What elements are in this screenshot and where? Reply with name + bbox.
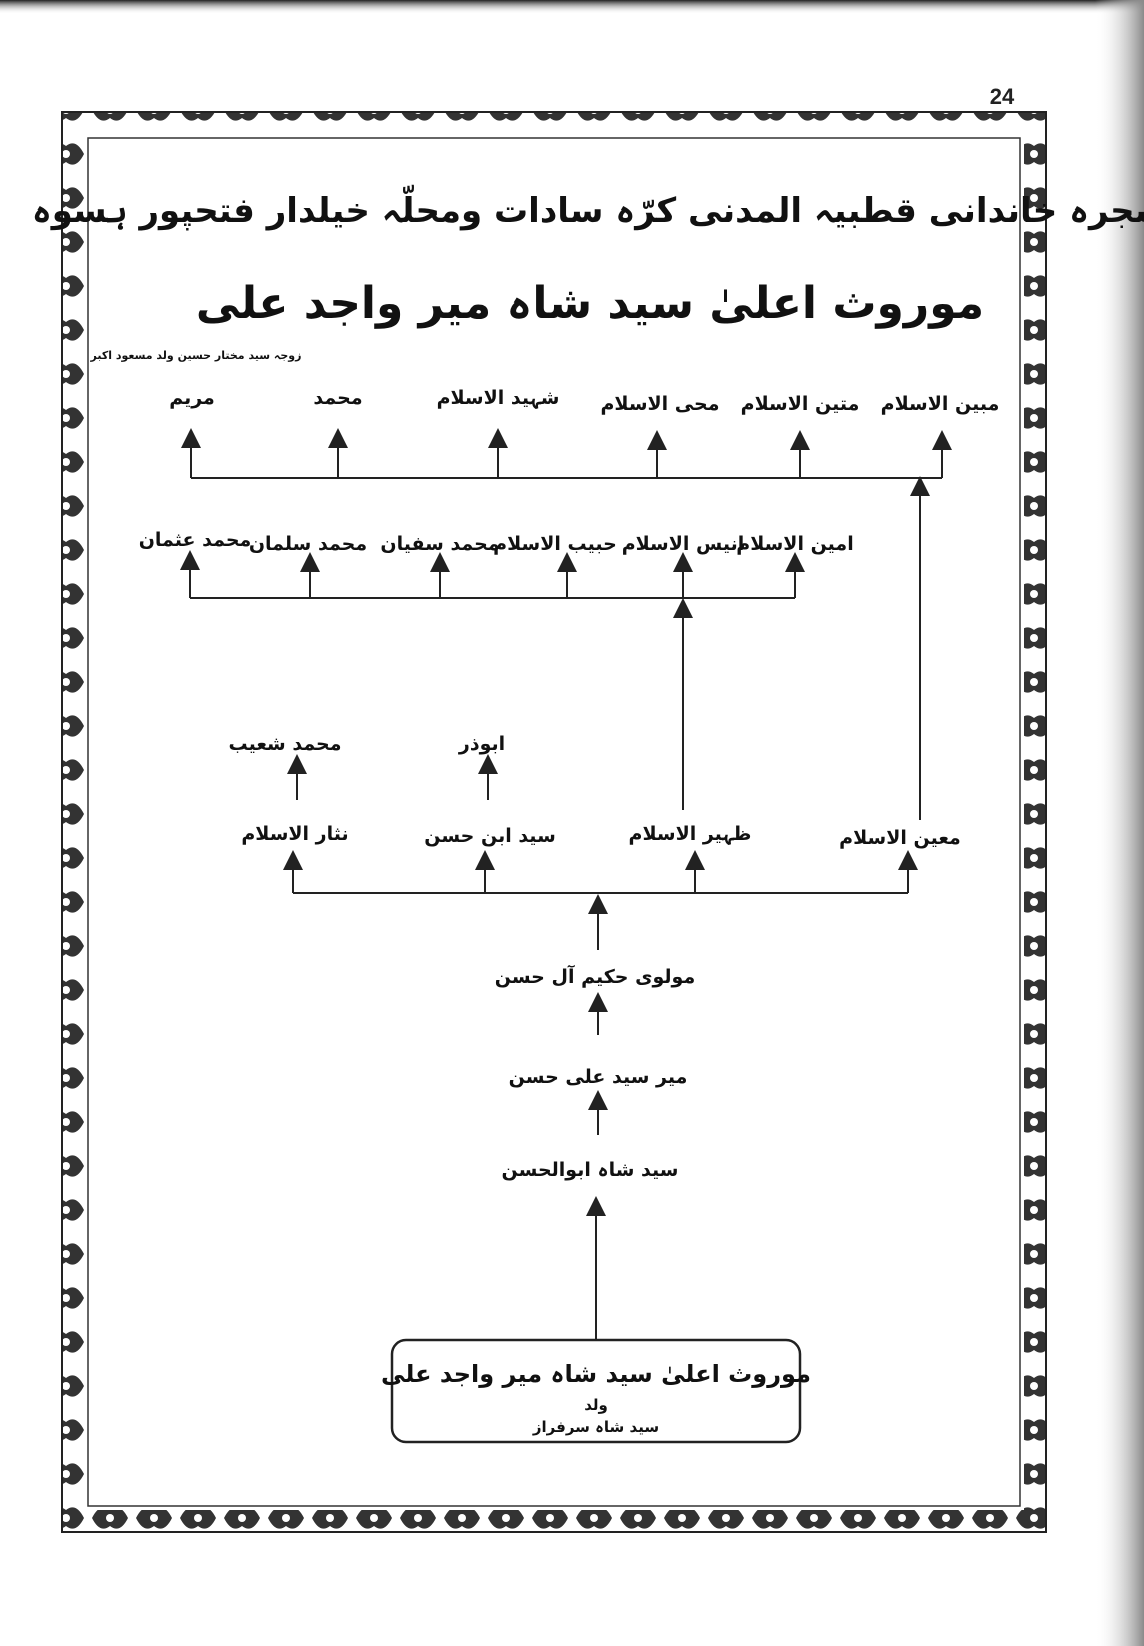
grandchildren-connectors xyxy=(287,754,498,800)
generation-top-connectors xyxy=(181,428,952,820)
person-name: شہید الاسلام xyxy=(437,387,560,409)
person-name: امین الاسلام xyxy=(736,533,853,555)
person-name: محمد سلمان xyxy=(249,533,367,555)
generation-top-row: مبین الاسلام متین الاسلام محی الاسلام شہ… xyxy=(169,387,999,415)
scan-top-shadow xyxy=(0,0,1144,14)
annotation-note: زوجہ سید مختار حسین ولد مسعود اکبر xyxy=(90,349,302,362)
person-name: متین الاسلام xyxy=(741,393,860,415)
lineage-chain: مولوی حکیم آل حسن میر سید علی حسن سید شا… xyxy=(495,964,696,1181)
person-name: سید شاہ ابوالحسن xyxy=(502,1159,679,1181)
person-name: حبیب الاسلام xyxy=(493,533,617,555)
children-connectors xyxy=(283,850,918,950)
person-name: مولوی حکیم آل حسن xyxy=(495,964,696,988)
ornamental-border xyxy=(61,111,1047,1533)
person-name: ظہیر الاسلام xyxy=(629,823,752,845)
person-name: محی الاسلام xyxy=(601,393,720,415)
person-name: محمد عثمان xyxy=(139,529,252,551)
person-name: معین الاسلام xyxy=(839,827,961,849)
grandchildren-row: ابوذر محمد شعیب xyxy=(228,733,505,755)
root-ancestor-name: موروث اعلیٰ سید شاہ میر واجد علی xyxy=(381,1360,811,1388)
generation-second-connectors xyxy=(180,550,805,810)
root-relation: ولد xyxy=(584,1396,608,1414)
children-row: معین الاسلام ظہیر الاسلام سید ابن حسن نث… xyxy=(241,823,960,849)
person-name: مریم xyxy=(169,387,215,409)
person-name: میر سید علی حسن xyxy=(509,1066,688,1088)
page-title: شجرہ خاندانی قطبیہ المدنی کرّہ سادات ومح… xyxy=(32,186,1144,231)
lineage-connectors xyxy=(586,992,608,1340)
root-ancestor-box: موروث اعلیٰ سید شاہ میر واجد علی ولد سید… xyxy=(381,1338,811,1444)
page-number: 24 xyxy=(990,84,1015,109)
person-name: محمد سفیان xyxy=(380,533,499,555)
person-name: انیس الاسلام xyxy=(622,533,745,555)
page-subtitle: موروث اعلیٰ سید شاہ میر واجد علی xyxy=(196,278,984,329)
person-name: ابوذر xyxy=(458,733,505,755)
person-name: محمد xyxy=(313,387,362,409)
person-name: نثار الاسلام xyxy=(241,823,348,845)
person-name: مبین الاسلام xyxy=(881,393,1000,415)
person-name: محمد شعیب xyxy=(228,733,341,755)
person-name: سید ابن حسن xyxy=(424,825,556,847)
root-father-name: سید شاہ سرفراز xyxy=(532,1418,659,1436)
generation-second-row: امین الاسلام انیس الاسلام حبیب الاسلام م… xyxy=(139,529,854,555)
scan-right-shadow xyxy=(1095,0,1144,1646)
